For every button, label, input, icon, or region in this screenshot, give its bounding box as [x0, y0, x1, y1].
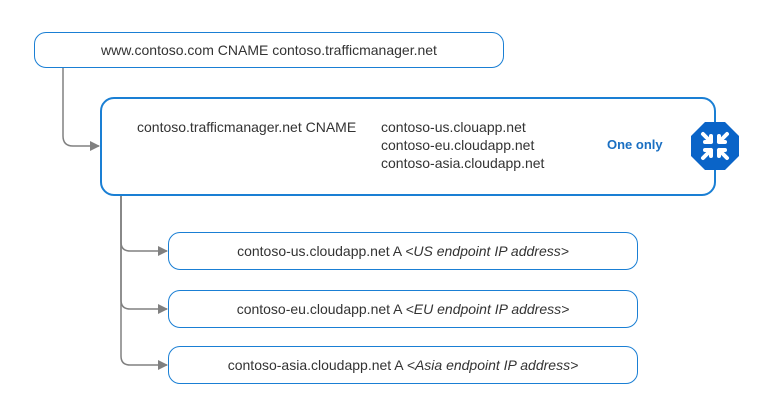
endpoint-asia-record: contoso-asia.cloudapp.net A	[227, 357, 407, 373]
endpoint-us-ip-label: <US endpoint IP address>	[405, 243, 569, 259]
top-cname-box: www.contoso.com CNAME contoso.trafficman…	[34, 32, 504, 68]
connector-tm-to-eu	[120, 196, 168, 314]
connector-top-to-tm	[62, 68, 100, 151]
tm-target-asia: contoso-asia.cloudapp.net	[381, 155, 545, 171]
tm-target-eu: contoso-eu.cloudapp.net	[381, 137, 535, 153]
endpoint-eu-record: contoso-eu.cloudapp.net A	[236, 301, 406, 317]
top-cname-text: www.contoso.com CNAME contoso.trafficman…	[101, 42, 437, 58]
traffic-manager-box: contoso.trafficmanager.net CNAME contoso…	[100, 97, 716, 196]
endpoint-eu-ip-label: <EU endpoint IP address>	[405, 301, 570, 317]
endpoint-us-box: contoso-us.cloudapp.net A <US endpoint I…	[168, 232, 638, 270]
connector-tm-to-us	[120, 196, 168, 256]
endpoint-eu-box: contoso-eu.cloudapp.net A <EU endpoint I…	[168, 290, 638, 328]
endpoint-asia-ip-label: <Asia endpoint IP address>	[406, 357, 579, 373]
connector-tm-to-asia	[120, 196, 168, 370]
one-only-label: One only	[607, 137, 663, 152]
traffic-manager-icon	[691, 122, 739, 170]
tm-target-us: contoso-us.clouapp.net	[381, 119, 526, 135]
tm-cname-label: contoso.trafficmanager.net CNAME	[137, 119, 357, 135]
endpoint-us-record: contoso-us.cloudapp.net A	[237, 243, 406, 259]
endpoint-asia-box: contoso-asia.cloudapp.net A <Asia endpoi…	[168, 346, 638, 384]
